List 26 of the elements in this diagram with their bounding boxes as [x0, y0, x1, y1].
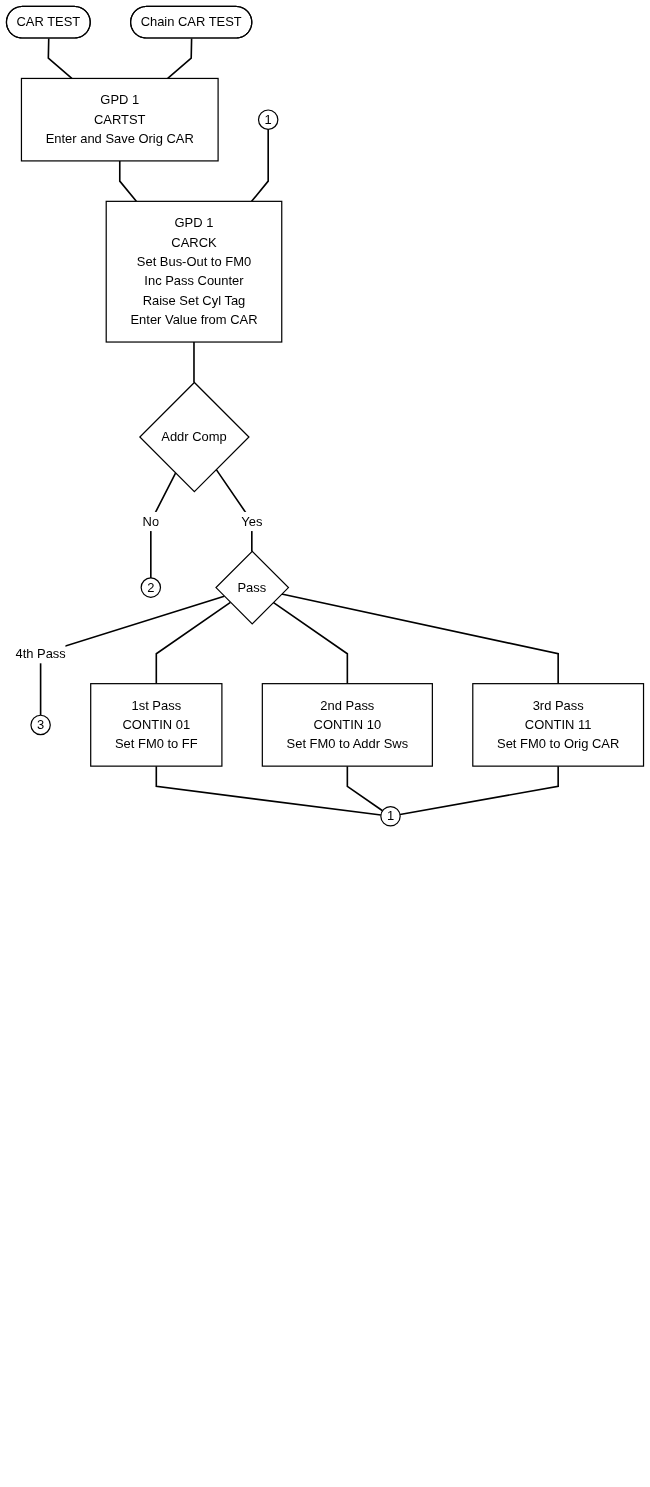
- node-box: GPD 1 CARCK Set Bus-Out to FM0 Inc Pass Counter Raise Set Cyl Tag Enter Value from CAR: [105, 200, 283, 343]
- connector: [155, 765, 382, 816]
- connector: [272, 601, 349, 685]
- connector: [250, 128, 269, 203]
- connector: [118, 160, 138, 203]
- node-diamond: Addr Comp: [139, 381, 250, 493]
- connector: [150, 472, 177, 579]
- edge-label: 4th Pass: [15, 646, 66, 661]
- node-box: 3rd Pass CONTIN 11 Set FM0 to Orig CAR: [472, 683, 645, 767]
- connector: [166, 37, 193, 80]
- connector: [399, 765, 559, 816]
- node-box: 1st Pass CONTIN 01 Set FM0 to FF: [90, 683, 223, 767]
- node-circle: 1: [380, 805, 401, 827]
- connector: [47, 37, 73, 80]
- node-box: GPD 1 CARTST Enter and Save Orig CAR: [20, 77, 219, 162]
- node-diamond: Pass: [215, 550, 290, 625]
- node-circle: 2: [140, 577, 162, 598]
- node-box: 2nd Pass CONTIN 10 Set FM0 to Addr Sws: [261, 683, 433, 767]
- connector: [155, 601, 232, 685]
- connector: [346, 765, 384, 812]
- node-circle: 3: [30, 714, 51, 736]
- edge-label: Yes: [241, 514, 263, 528]
- edge-label: No: [142, 514, 160, 528]
- connector: [280, 593, 559, 685]
- connector: [193, 341, 195, 384]
- node-circle: 1: [257, 109, 279, 130]
